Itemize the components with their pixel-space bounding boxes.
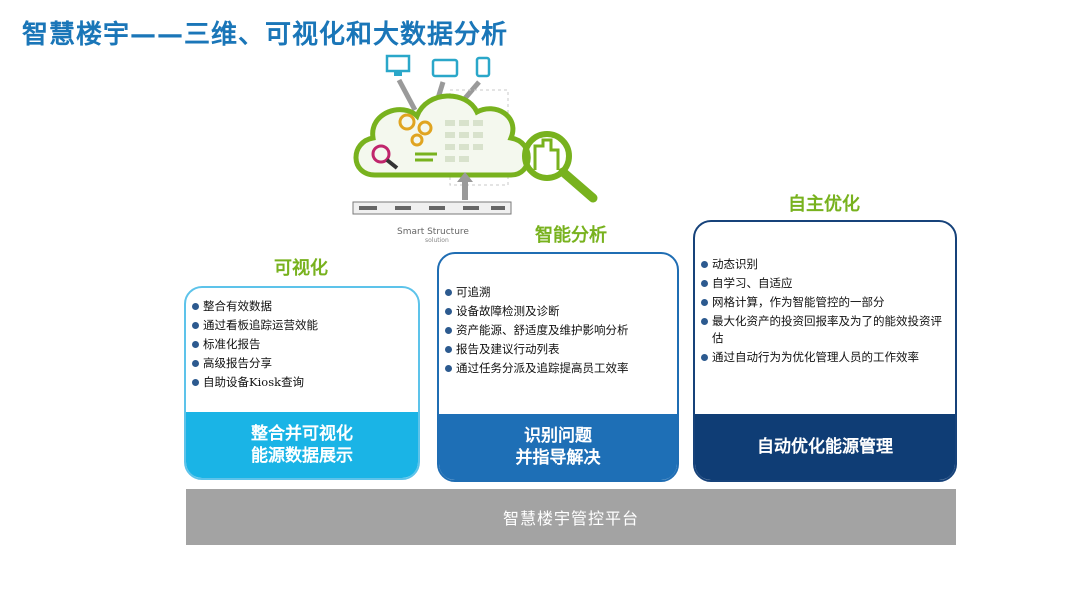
search-magnifier-icon [371, 144, 399, 170]
gears-icon [398, 113, 433, 147]
platform-bar: 智慧楼宇管控平台 [186, 489, 956, 545]
card-optimization: 动态识别 自学习、自适应 网格计算，作为智能管控的一部分 最大化资产的投资回报率… [693, 220, 957, 482]
list-item: 高级报告分享 [192, 355, 412, 372]
card-visualization: 整合有效数据 通过看板追踪运营效能 标准化报告 高级报告分享 自助设备Kiosk… [184, 286, 420, 480]
list-item: 标准化报告 [192, 336, 412, 353]
list-item: 自学习、自适应 [701, 275, 949, 292]
list-item: 整合有效数据 [192, 298, 412, 315]
section-label-optimization: 自主优化 [788, 194, 860, 215]
card-optimization-list: 动态识别 自学习、自适应 网格计算，作为智能管控的一部分 最大化资产的投资回报率… [695, 222, 955, 366]
section-label-visualization: 可视化 [274, 258, 328, 279]
list-item: 报告及建议行动列表 [445, 341, 671, 358]
list-item: 最大化资产的投资回报率及为了的能效投资评估 [701, 313, 949, 347]
card-analysis-list: 可追溯 设备故障检测及诊断 资产能源、舒适度及维护影响分析 报告及建议行动列表 … [439, 254, 677, 377]
list-item: 网格计算，作为智能管控的一部分 [701, 294, 949, 311]
page-title: 智慧楼宇——三维、可视化和大数据分析 [22, 20, 509, 50]
tablet-icon [431, 58, 459, 78]
phone-icon [475, 56, 491, 78]
list-item: 动态识别 [701, 256, 949, 273]
smart-structure-illustration: Smart Structure solution [352, 54, 598, 244]
card-optimization-band: 自动优化能源管理 [695, 414, 955, 480]
list-item: 设备故障检测及诊断 [445, 303, 671, 320]
list-item: 自助设备Kiosk查询 [192, 374, 412, 391]
list-item: 通过任务分派及追踪提高员工效率 [445, 360, 671, 377]
illustration-logo-text: Smart Structure [397, 227, 469, 237]
monitor-icon [385, 54, 411, 76]
list-item: 资产能源、舒适度及维护影响分析 [445, 322, 671, 339]
illustration-logo-sub: solution [425, 237, 449, 244]
card-visualization-list: 整合有效数据 通过看板追踪运营效能 标准化报告 高级报告分享 自助设备Kiosk… [186, 288, 418, 391]
list-item: 可追溯 [445, 284, 671, 301]
list-item: 通过看板追踪运营效能 [192, 317, 412, 334]
building-search-icon [522, 131, 598, 203]
card-analysis: 可追溯 设备故障检测及诊断 资产能源、舒适度及维护影响分析 报告及建议行动列表 … [437, 252, 679, 482]
cloud-icon [353, 93, 531, 178]
list-item: 通过自动行为为优化管理人员的工作效率 [701, 349, 949, 366]
card-analysis-band: 识别问题 并指导解决 [439, 414, 677, 480]
section-label-analysis: 智能分析 [535, 225, 607, 246]
card-visualization-band: 整合并可视化 能源数据展示 [186, 412, 418, 478]
